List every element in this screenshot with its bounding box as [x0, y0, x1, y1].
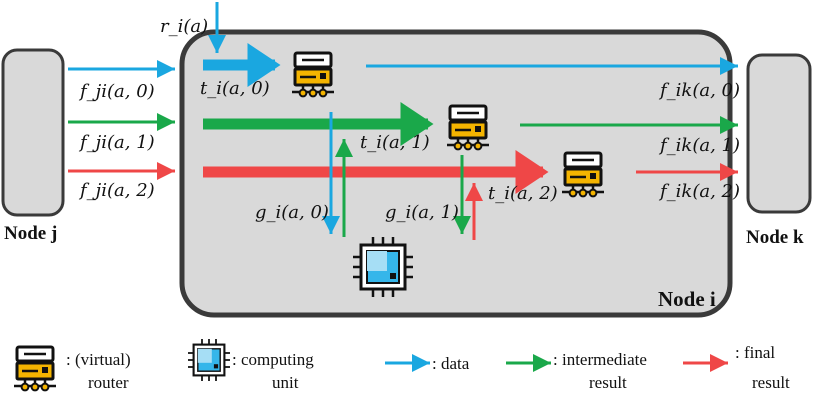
legend-final-line1: : final — [735, 343, 775, 362]
label-t-0: t_i(a, 0) — [200, 78, 270, 99]
legend-router-line2: router — [88, 373, 129, 392]
label-f-ik-2: f_ik(a, 2) — [658, 181, 740, 202]
label-f-ji-0: f_ji(a, 0) — [78, 81, 155, 102]
label-r-in: r_i(a) — [160, 16, 208, 37]
label-f-ji-1: f_ji(a, 1) — [78, 132, 155, 153]
legend-chip-icon — [186, 337, 232, 383]
legend-intermediate-line2: result — [589, 373, 627, 392]
label-g-0: g_i(a, 0) — [255, 202, 329, 223]
label-g-1: g_i(a, 1) — [385, 202, 459, 223]
legend-data-label: : data — [432, 354, 470, 373]
label-f-ji-2: f_ji(a, 2) — [78, 180, 155, 201]
node-i-label: Node i — [658, 287, 716, 311]
label-f-ik-1: f_ik(a, 1) — [658, 135, 740, 156]
legend-intermediate-line1: : intermediate — [553, 350, 647, 369]
node-j-label: Node j — [4, 223, 57, 244]
label-t-1: t_i(a, 1) — [360, 132, 430, 153]
legend-router-icon — [12, 345, 58, 392]
label-f-ik-0: f_ik(a, 0) — [658, 80, 740, 101]
legend-final-line2: result — [752, 373, 790, 392]
legend-router-line1: : (virtual) — [66, 350, 131, 369]
node-k-box — [746, 53, 812, 214]
node-k-label: Node k — [746, 227, 804, 248]
label-t-2: t_i(a, 2) — [488, 183, 558, 204]
chip-icon-main — [351, 235, 415, 299]
legend-compute-line1: : computing — [232, 350, 314, 369]
legend: : (virtual) router : computing unit : da… — [12, 337, 790, 392]
legend-compute-line2: unit — [272, 373, 299, 392]
node-j-box — [1, 48, 65, 217]
